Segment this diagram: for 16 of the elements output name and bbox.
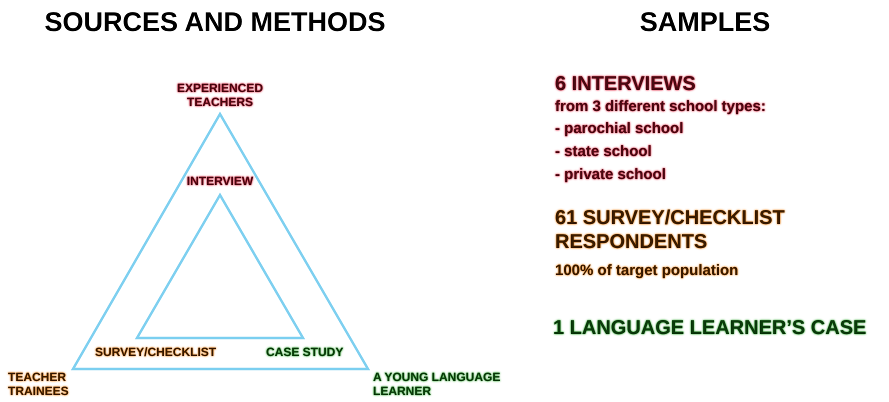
method-label: SURVEY/CHECKLIST xyxy=(95,345,216,359)
sample-text: from 3 different school types: xyxy=(555,98,766,115)
list-item: - private school xyxy=(555,166,666,183)
vertex-label: A YOUNG LANGUAGE LEARNER xyxy=(373,370,500,398)
section-heading: SOURCES AND METHODS xyxy=(44,7,386,37)
sample-heading: 1 LANGUAGE LEARNER’S CASE xyxy=(553,317,866,339)
sample-heading: 61 SURVEY/CHECKLIST RESPONDENTS xyxy=(555,207,785,253)
list-item: - parochial school xyxy=(555,120,684,137)
vertex-label: TEACHER TRAINEES xyxy=(8,370,69,398)
list-item: - state school xyxy=(555,143,652,160)
section-heading: SAMPLES xyxy=(640,7,770,37)
sample-heading: 6 INTERVIEWS xyxy=(555,73,696,95)
method-label: CASE STUDY xyxy=(266,345,344,359)
sample-text: 100% of target population xyxy=(555,262,738,279)
method-label: INTERVIEW xyxy=(186,174,254,188)
vertex-label: EXPERIENCED TEACHERS xyxy=(176,81,264,110)
